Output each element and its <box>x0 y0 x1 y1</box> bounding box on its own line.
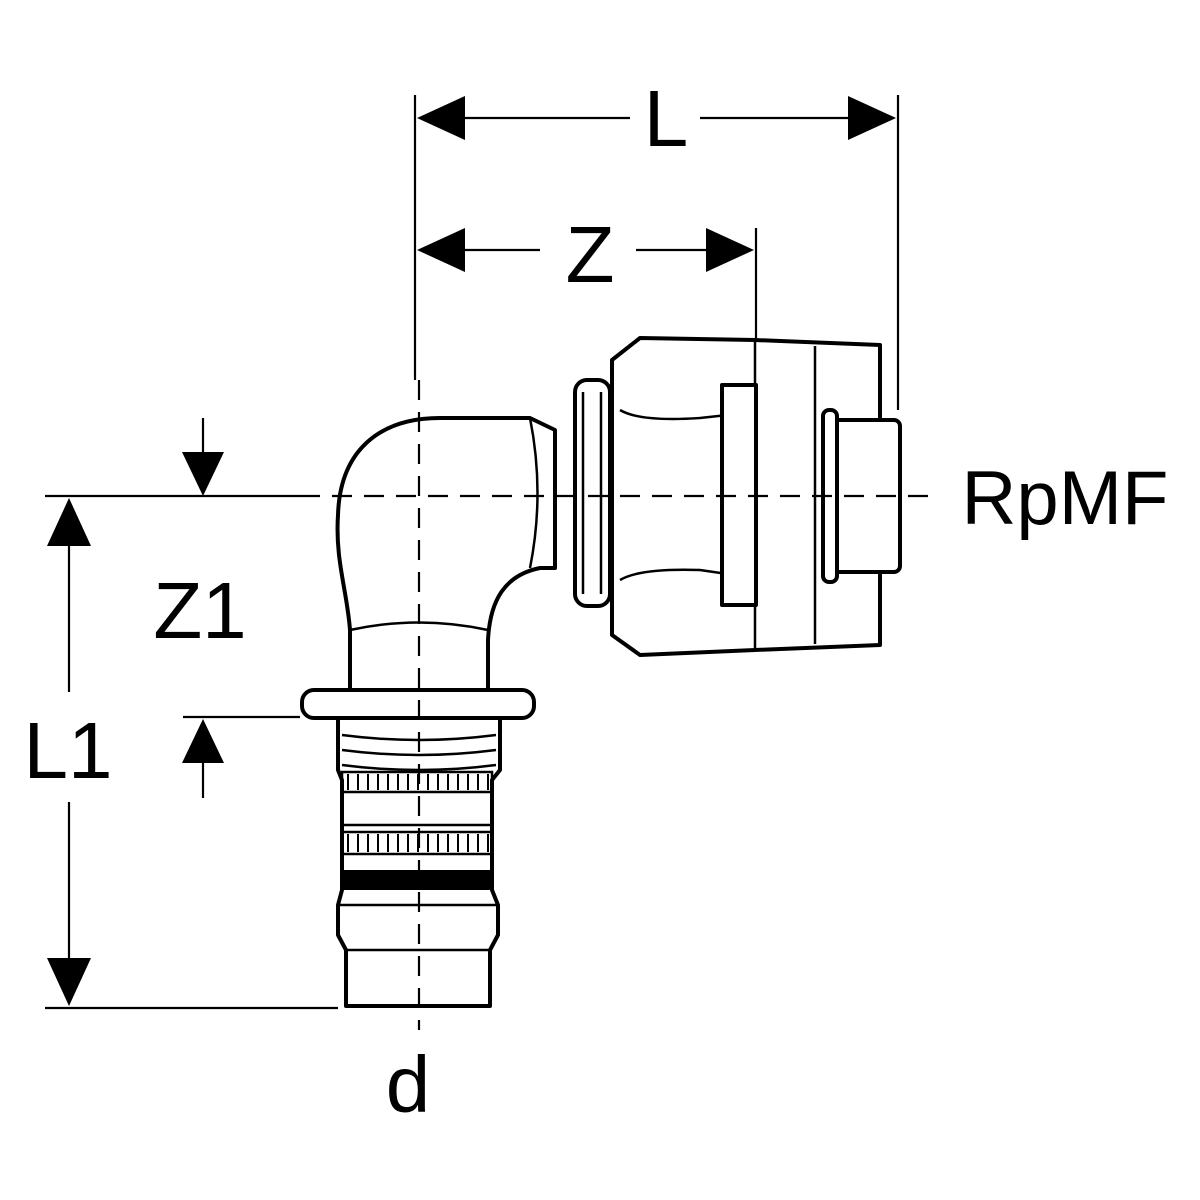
label-RpMF: RpMF <box>962 456 1169 541</box>
knurl-band <box>340 830 494 856</box>
label-Z1: Z1 <box>153 566 246 655</box>
arrow-up <box>47 498 91 546</box>
arrow-up <box>182 719 224 763</box>
dimension-Z: Z <box>417 210 758 382</box>
dimension-L1: L1 <box>24 494 338 1010</box>
arrow-left <box>417 96 465 140</box>
nut-flat-top <box>619 408 756 421</box>
nut-flat-bottom <box>619 568 756 582</box>
dimension-L: L <box>413 74 900 410</box>
arrow-down <box>182 452 224 496</box>
label-L: L <box>644 74 689 163</box>
knurl-band <box>340 770 494 794</box>
arrow-right <box>848 96 896 140</box>
label-L1: L1 <box>24 706 113 795</box>
dimension-Z1: Z1 <box>153 418 300 798</box>
label-d: d <box>386 1040 431 1129</box>
label-Z: Z <box>566 210 615 299</box>
elbow-fitting <box>300 336 902 1008</box>
o-ring <box>342 870 492 890</box>
arrow-right <box>706 228 754 272</box>
elbow-pipe <box>335 416 557 692</box>
port-collar-ring <box>573 378 612 608</box>
knurl-ticks <box>347 774 489 852</box>
arrow-left <box>417 228 465 272</box>
arrow-down <box>47 958 91 1006</box>
thread-line <box>341 748 497 757</box>
elbow-seam-right <box>528 417 539 569</box>
